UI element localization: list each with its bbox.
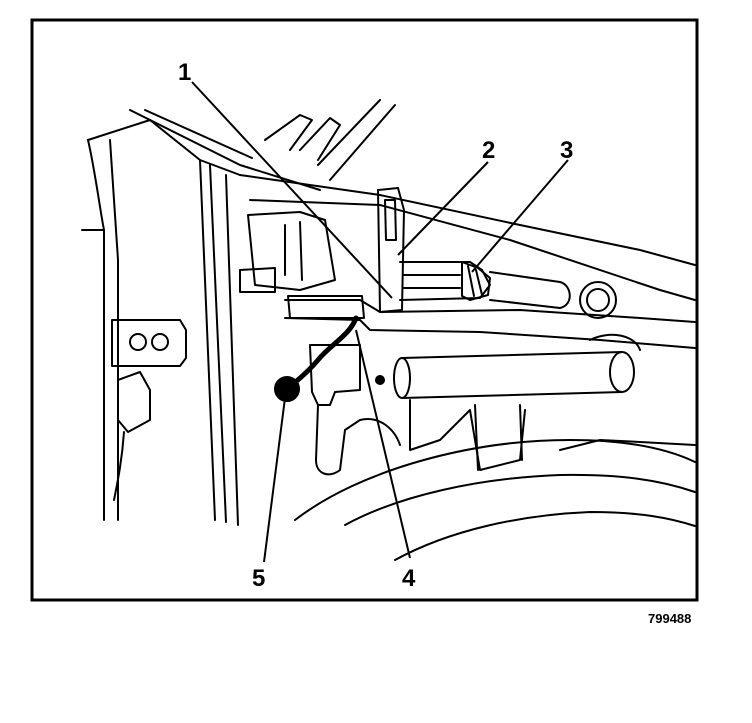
harness-clip (287, 295, 365, 319)
wheel-well-edge (559, 439, 696, 451)
panel-grommet-inner (586, 288, 610, 312)
left-panel-outline (87, 139, 119, 521)
panel-slot (489, 271, 571, 309)
left-harness-connector (117, 371, 151, 433)
lower-bracket (309, 344, 361, 406)
lower-bracket-rivet (375, 375, 385, 385)
pillar-rear (225, 174, 239, 526)
wiper-arm (317, 99, 396, 181)
left-bracket (111, 319, 187, 367)
bracket-bolt-left (129, 333, 147, 351)
module-bracket (377, 187, 405, 313)
callout-2: 2 (482, 137, 495, 164)
diagram-border (30, 18, 699, 602)
upper-panel-lower-edge (249, 199, 696, 301)
left-harness-wire (113, 431, 125, 501)
tube-end-left (393, 357, 411, 399)
callout-5: 5 (252, 565, 265, 592)
line-art (81, 99, 696, 561)
leader-1 (191, 81, 393, 299)
inner-opening (247, 211, 336, 291)
bracket-bolt-right (151, 333, 169, 351)
cowl-line-2 (144, 109, 253, 159)
ledge-lower (284, 317, 696, 349)
pillar-front (199, 159, 216, 521)
left-panel-top (87, 119, 241, 176)
hood-hinge (264, 114, 341, 161)
leader-lines (191, 81, 569, 563)
module-bracket-slot (384, 199, 397, 241)
tube-end-right (609, 351, 635, 393)
leader-3 (471, 159, 569, 273)
connector-body (461, 261, 491, 301)
callout-4: 4 (402, 565, 416, 592)
connector-ribs (467, 265, 483, 297)
leader-2 (397, 161, 489, 256)
wheel-well-outer (294, 439, 696, 521)
inner-opening-detail (284, 221, 303, 281)
upper-panel-edge (239, 174, 696, 266)
inner-tab (239, 267, 276, 293)
ground-bolt (274, 376, 300, 402)
lower-housing-left (315, 404, 401, 476)
ground-wire (289, 315, 359, 388)
lower-housing-center (409, 399, 526, 471)
wheel-well-middle (344, 473, 696, 526)
figure-reference-number: 799488 (648, 611, 691, 626)
callout-1: 1 (178, 59, 191, 86)
callout-3: 3 (560, 137, 573, 164)
ledge-upper (284, 299, 696, 323)
panel-grommet-outer (579, 281, 617, 319)
tube-mount (589, 333, 641, 351)
wheel-well-inner (394, 511, 696, 561)
tube-body (401, 351, 623, 399)
pillar-edge (209, 164, 227, 523)
leader-4 (355, 329, 411, 559)
leader-5 (263, 397, 286, 563)
lower-housing-struts (474, 404, 523, 471)
connector-cable (403, 274, 461, 289)
